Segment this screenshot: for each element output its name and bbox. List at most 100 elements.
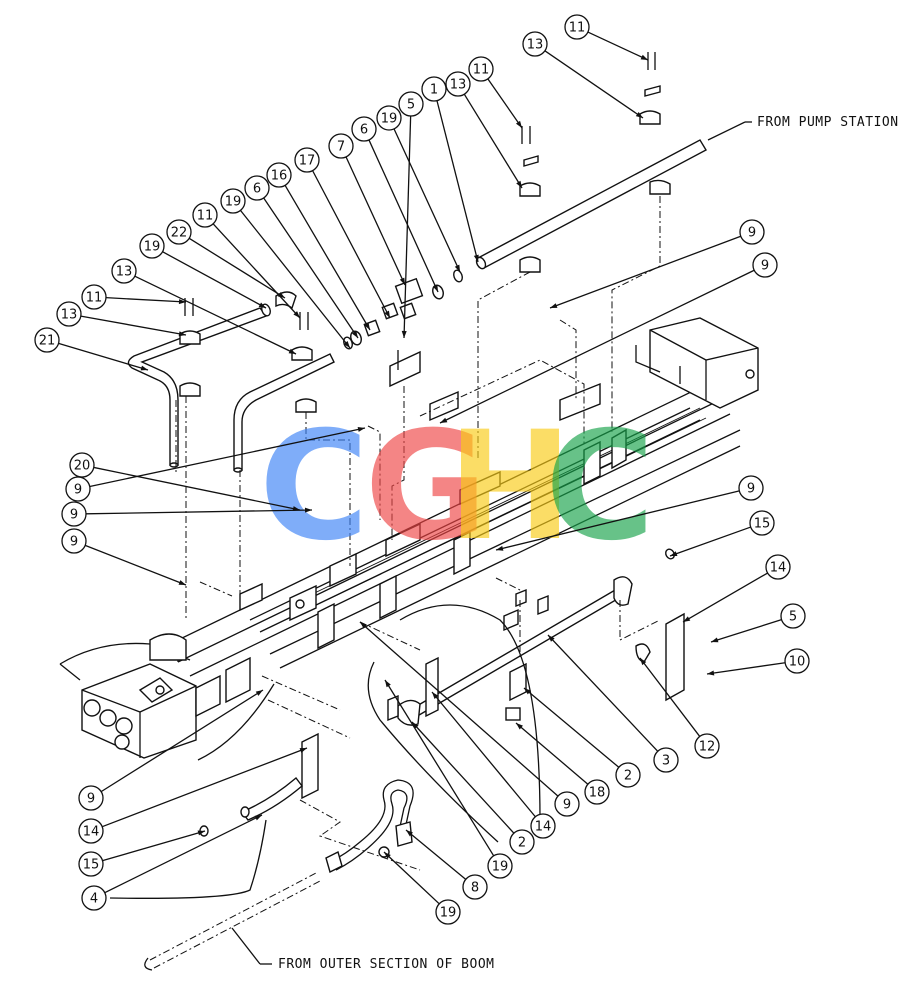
- leader-line: [93, 466, 301, 511]
- lower-long-pipe: [144, 871, 323, 971]
- callout-number: 11: [86, 291, 103, 306]
- callout-number: 15: [83, 858, 100, 873]
- callout-c27: 9: [495, 475, 764, 551]
- callout-number: 14: [535, 820, 552, 835]
- callout-circle: [220, 188, 246, 214]
- callout-c11: 16: [266, 162, 371, 331]
- leader-arrowhead: [516, 180, 522, 188]
- callout-number: 22: [171, 226, 188, 241]
- watermark-letter: H: [447, 400, 573, 574]
- callout-circle: [81, 885, 107, 911]
- callout-c37: 14: [431, 691, 556, 839]
- flexible-hose: [325, 779, 414, 874]
- callout-number: 5: [407, 98, 415, 113]
- leader-line: [80, 315, 187, 336]
- callout-number: 18: [589, 786, 606, 801]
- leader-line: [345, 156, 406, 286]
- callout-c3: 11: [468, 56, 523, 129]
- leader-arrowhead: [360, 622, 367, 629]
- callout-circle: [192, 202, 218, 228]
- callout-layer: 1113111315196717166191122191311132199209…: [34, 14, 810, 925]
- leader-arrowhead: [640, 54, 648, 60]
- callout-circle: [435, 899, 461, 925]
- callout-c29: 14: [682, 554, 791, 623]
- leader-line: [549, 235, 741, 309]
- callout-number: 13: [61, 308, 78, 323]
- leader-line: [587, 31, 649, 61]
- leader-arrowhead: [178, 580, 186, 585]
- leader-arrowhead: [255, 690, 263, 696]
- callout-c20: 21: [34, 327, 149, 371]
- callout-number: 13: [116, 265, 133, 280]
- callout-c17: 13: [111, 258, 297, 355]
- callout-circle: [244, 175, 270, 201]
- callout-circle: [398, 91, 424, 117]
- callout-circle: [111, 258, 137, 284]
- callout-circle: [34, 327, 60, 353]
- leader-line: [58, 342, 149, 371]
- callout-c42: 9: [78, 689, 264, 811]
- leader-arrowhead: [197, 830, 205, 836]
- leader-arrowhead: [343, 340, 350, 348]
- callout-c30: 5: [710, 603, 806, 643]
- leader-line: [104, 814, 263, 894]
- callout-circle: [509, 829, 535, 855]
- callout-number: 2: [624, 769, 632, 784]
- leader-line: [393, 128, 461, 273]
- leader-line: [100, 689, 264, 793]
- leader-arrowhead: [384, 310, 390, 318]
- leader-line: [312, 170, 391, 319]
- callout-number: 19: [492, 860, 509, 875]
- callout-number: 10: [789, 655, 806, 670]
- callout-number: 6: [253, 182, 261, 197]
- leader-arrowhead: [683, 616, 691, 622]
- leader-line: [162, 251, 267, 309]
- leader-arrowhead: [178, 331, 186, 337]
- leader-line: [239, 209, 351, 349]
- callout-c31: 10: [706, 648, 810, 676]
- leader-line: [639, 657, 701, 737]
- from-outer-boom-note: FROM OUTER SECTION OF BOOM: [278, 957, 495, 972]
- callout-c40: 8: [405, 829, 488, 900]
- callout-number: 7: [337, 140, 345, 155]
- callout-circle: [780, 603, 806, 629]
- callout-c8: 6: [351, 116, 439, 293]
- leader-arrowhead: [550, 303, 558, 308]
- leader-line: [544, 50, 644, 119]
- callout-number: 9: [74, 483, 82, 498]
- hose-lines: [109, 604, 541, 899]
- leader-arrowhead: [140, 365, 148, 371]
- callout-circle: [554, 791, 580, 817]
- callout-circle: [468, 56, 494, 82]
- upper-supply-pipe: [475, 121, 752, 270]
- callout-circle: [564, 14, 590, 40]
- leader-arrowhead: [432, 284, 438, 292]
- callout-circle: [376, 105, 402, 131]
- callout-c6: 5: [398, 91, 424, 339]
- callout-c32: 12: [639, 657, 720, 759]
- leader-arrowhead: [496, 545, 504, 551]
- pipe-clamps: [179, 52, 671, 413]
- callout-c18: 11: [81, 284, 187, 310]
- leader-line: [384, 679, 495, 857]
- callout-circle: [739, 219, 765, 245]
- callout-c4: 13: [445, 71, 523, 189]
- leader-arrowhead: [707, 670, 715, 676]
- leader-line: [383, 851, 440, 905]
- callout-number: 13: [527, 38, 544, 53]
- callout-c41: 19: [383, 851, 461, 925]
- callout-circle: [584, 779, 610, 805]
- leader-arrowhead: [277, 292, 285, 298]
- leader-arrowhead: [254, 815, 262, 821]
- leader-arrowhead: [516, 723, 523, 730]
- leader-arrowhead: [406, 830, 413, 837]
- callout-circle: [65, 476, 91, 502]
- leader-arrowhead: [178, 299, 186, 305]
- callout-number: 9: [563, 798, 571, 813]
- callout-c7: 19: [376, 105, 461, 273]
- callout-circle: [328, 133, 354, 159]
- callout-number: 12: [699, 740, 716, 755]
- leader-arrowhead: [454, 264, 460, 272]
- callout-number: 9: [747, 482, 755, 497]
